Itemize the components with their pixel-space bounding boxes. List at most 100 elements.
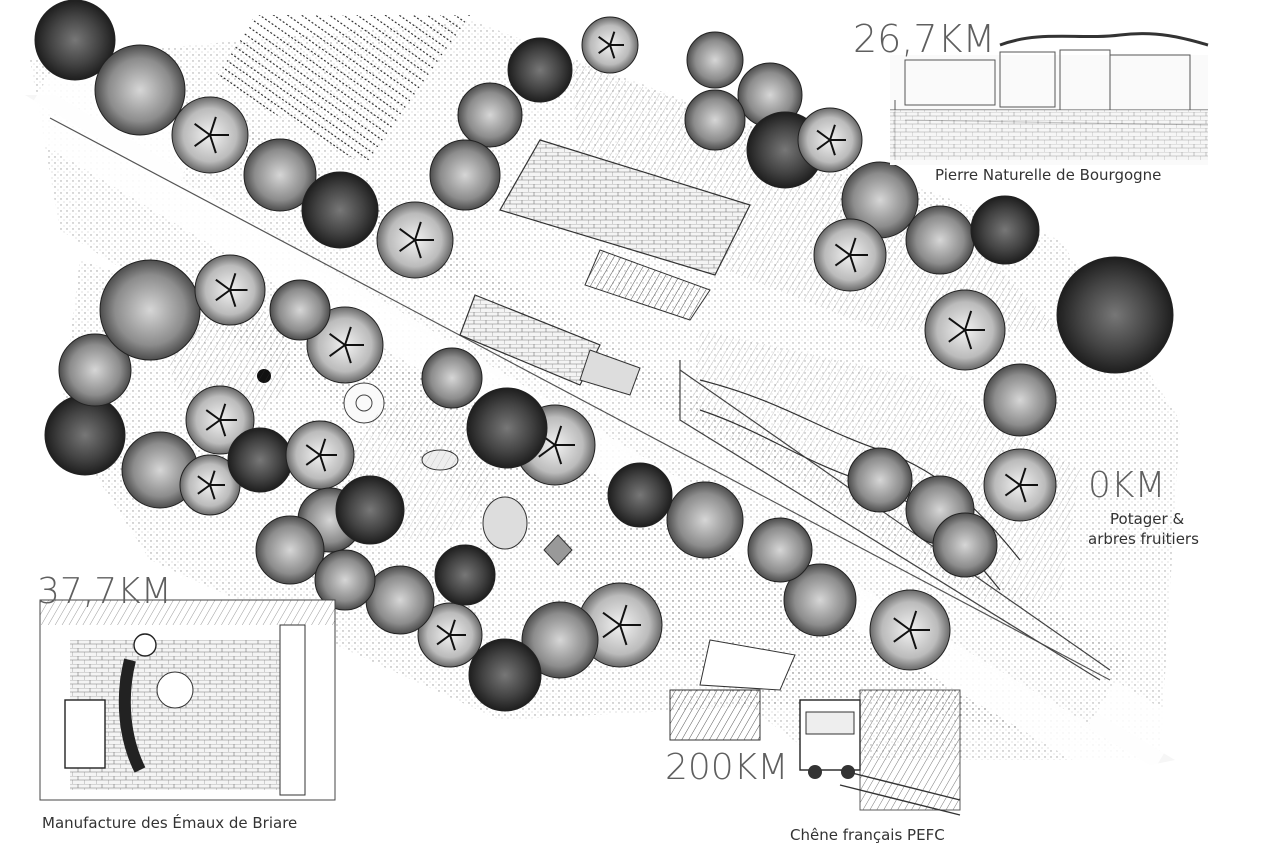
tree-canopy [269,279,331,341]
tree-branch [849,254,857,273]
tree-branch [554,444,563,465]
enamel-distance: 37,7KM [37,571,172,612]
tree-branch [602,611,621,626]
tree-branch [829,124,836,141]
tree-branch [1019,467,1027,486]
tree-canopies [34,0,1174,712]
tree-branch [197,484,211,495]
tree-canopy [983,363,1057,437]
tree-branch [319,454,327,472]
tree-branch [829,139,836,156]
tree-canopy [468,638,542,712]
tree-branch [1004,473,1021,486]
tree-branch [219,419,227,437]
tree-branch [344,344,352,364]
tree-branch [399,228,416,241]
tree-branch [598,35,611,46]
tree-branch [964,310,973,331]
tree-branch [602,624,621,639]
tree-branch [554,425,563,446]
tree-branch [1004,484,1021,497]
oak-distance: 200KM [665,747,788,788]
tree-canopy [457,82,523,148]
tree-branch [414,239,422,259]
tree-branch [436,634,451,646]
tree-canopy [243,138,317,212]
tree-branch [619,604,628,626]
tree-canopy [421,347,483,409]
tree-branch [329,344,346,357]
tree-branch [816,139,831,151]
tree-canopy [507,37,573,103]
tree-branch [834,254,851,267]
tree-canopy [1056,256,1174,374]
tree-canopy [905,205,975,275]
tree-branch [1019,484,1027,503]
vineyard-rows [215,15,470,165]
tree-canopy [99,259,201,361]
tree-canopy [434,544,496,606]
tree-branch [414,221,422,241]
tree-branch [609,44,616,59]
tree-canopy [314,549,376,611]
stone-quarry-sketch [890,32,1209,165]
garden-distance: 0KM [1088,465,1166,506]
tree-branch [305,454,321,466]
tree-canopy [686,31,744,89]
tree-branch [609,31,616,46]
tree-branch [436,624,451,636]
tree-branch [197,475,211,486]
tree-branch [598,44,611,55]
tree-branch [194,134,211,147]
tree-branch [399,239,416,252]
tree-branch [449,634,456,651]
garden-caption-line1: Potager & [1110,510,1184,528]
tree-branch [816,129,831,141]
tree-branch [948,317,966,331]
tree-branch [219,403,227,421]
enamel-caption: Manufacture des Émaux de Briare [42,813,297,832]
tree-branch [948,329,966,343]
tree-canopy [607,462,673,528]
tree-branch [194,123,211,136]
tree-branch [538,444,556,458]
tree-canopy [227,427,293,493]
tree-branch [834,243,851,256]
tree-canopy [301,171,379,249]
tree-canopy [666,481,744,559]
tree-canopy [44,394,126,476]
tree-canopy [783,563,857,637]
tree-branch [329,333,346,346]
tree-branch [209,116,217,136]
tree-canopy [94,44,186,136]
tree-canopy [521,601,599,679]
tree-branch [619,624,628,646]
tree-canopy [335,475,405,545]
tree-canopy [684,89,746,151]
tree-branch [344,326,352,346]
tree-branch [205,409,221,421]
tree-canopy [34,0,116,81]
tree-branch [319,438,327,456]
tree-canopy [365,565,435,635]
tree-canopy [747,517,813,583]
timber-truck-sketch [669,639,961,816]
distance-labels: 26,7KM Pierre Naturelle de Bourgogne 0KM… [37,17,1199,844]
tree-canopy [58,333,132,407]
tree-branch [215,289,231,302]
tree-branch [449,619,456,636]
garden-caption-line2: arbres fruitiers [1088,530,1199,548]
tree-branch [849,237,857,256]
enamel-kiln-worker-sketch [39,599,336,801]
tree-branch [893,629,911,643]
tree-branch [893,617,911,631]
tree-canopy [847,447,913,513]
oak-caption: Chêne français PEFC [790,826,945,844]
tree-branch [209,484,216,500]
tree-canopy [255,515,325,585]
tree-branch [215,278,231,291]
tree-canopy [466,387,548,469]
tree-canopy [970,195,1040,265]
tree-branch [229,289,237,307]
